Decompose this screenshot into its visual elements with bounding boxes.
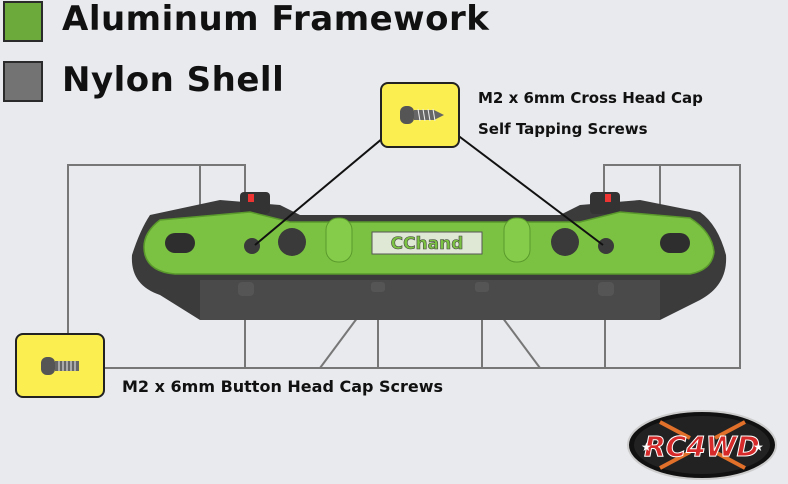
cross-head-screw-label-line2: Self Tapping Screws [478,120,648,138]
button-head-screw-callout-box [15,333,105,398]
button-head-screw [238,282,254,296]
star-icon: ★ [641,440,652,454]
button-head-screw [475,282,489,292]
rc4wd-logo-text: RC4WD [644,430,760,463]
legend-label-aluminum: Aluminum Framework [62,0,490,39]
aluminum-plate: CChand [143,211,715,275]
star-icon: ★ [753,440,764,454]
button-head-screw-icon [41,357,79,375]
self-tapping-screw-icon [400,106,444,124]
rc4wd-logo: RC4WD ★ ★ [627,410,777,480]
self-tapping-screw-marker [248,194,254,202]
cross-head-screw-callout-box [380,82,460,148]
button-head-screw [371,282,385,292]
cchand-logo: CChand [391,234,464,254]
legend-label-nylon: Nylon Shell [62,60,285,100]
legend-swatch-aluminum [3,1,43,42]
callout-pointer-lines [254,127,604,246]
cross-head-screw-label-line1: M2 x 6mm Cross Head Cap [478,89,703,107]
button-head-screw [598,282,614,296]
button-head-screw-label: M2 x 6mm Button Head Cap Screws [122,377,444,396]
legend-swatch-nylon [3,61,43,102]
self-tapping-screw-marker [605,194,611,202]
